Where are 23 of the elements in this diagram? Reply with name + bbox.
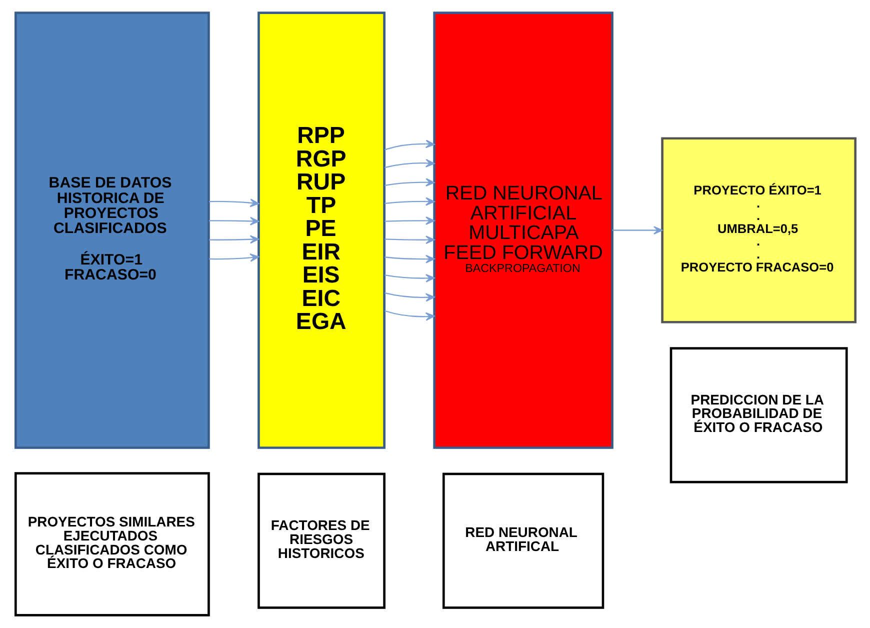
node-box: RED NEURONAL ARTIFICAL [442,472,604,609]
arrow [384,140,434,150]
arrow [384,236,434,244]
arrow [384,178,434,187]
arrow [208,216,259,226]
arrow [208,253,259,262]
arrow [208,235,259,244]
arrow [384,197,434,206]
arrow [384,254,434,264]
arrow [384,292,434,302]
arrow [384,310,434,321]
arrow [384,216,434,225]
arrow [384,274,434,282]
node-box: PREDICCION DE LA PROBABILIDAD DE ÉXITO O FRACASO [669,347,848,484]
arrow [384,158,434,168]
node-box: BASE DE DATOS HISTORICA DE PROYECTOS CLASIFICADOS ÉXITO=1 FRACASO=0 [14,12,210,449]
node-box: PROYECTO ÉXITO=1 . . UMBRAL=0,5 . . PROYECTO FRACASO=0 [660,137,856,324]
arrow [208,198,259,208]
arrow [612,226,662,234]
node-box: FACTORES DE RIESGOS HISTORICOS [257,472,385,609]
node-box: RED NEURONAL ARTIFICIAL MULTICAPA FEED FORWARD BACKPROPAGATION [432,12,613,449]
node-box: RPP RGP RUP TP PE EIR EIS EIC EGA [257,12,385,449]
node-box: PROYECTOS SIMILARES EJECUTADOS CLASIFICADOS COMO ÉXITO O FRACASO [14,472,210,616]
